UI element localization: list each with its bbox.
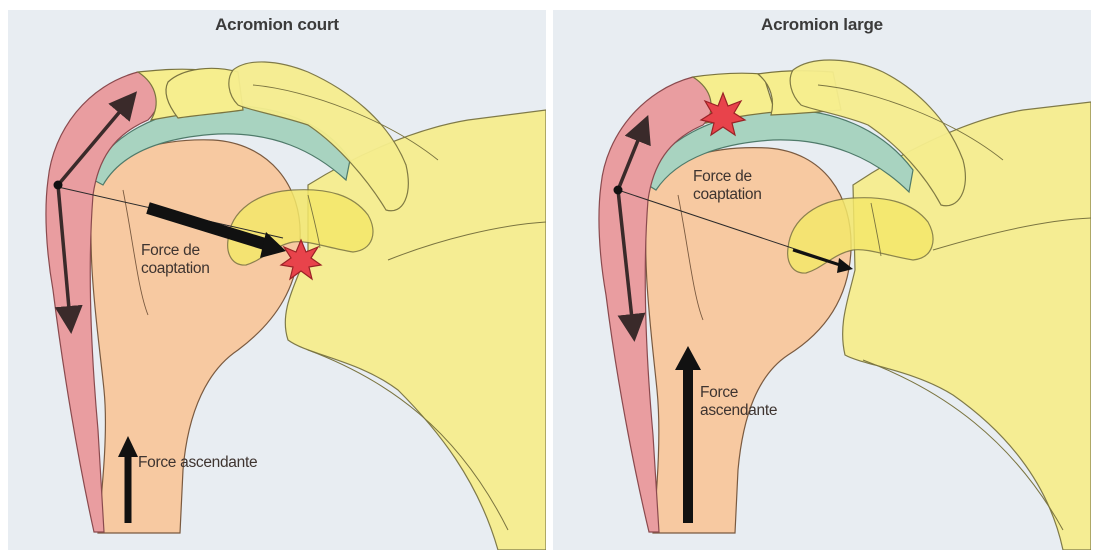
ascending-label-line: ascendante bbox=[700, 402, 777, 420]
coaptation-label-line: Force de bbox=[141, 242, 210, 260]
panel-acromion-court: Acromion court Force de coaptation Force… bbox=[8, 10, 546, 550]
coaptation-label-line: coaptation bbox=[693, 186, 762, 204]
panel-title: Acromion large bbox=[553, 15, 1091, 35]
panel-acromion-large: Acromion large Force de coaptation Force… bbox=[553, 10, 1091, 550]
coaptation-force-label: Force de coaptation bbox=[693, 168, 762, 204]
ascending-label-line: Force bbox=[700, 384, 777, 402]
panel-title: Acromion court bbox=[8, 15, 546, 35]
shoulder-diagram-large-acromion bbox=[553, 10, 1091, 550]
force-origin-dot bbox=[614, 186, 623, 195]
shoulder-diagram-short-acromion bbox=[8, 10, 546, 550]
coaptation-label-line: coaptation bbox=[141, 260, 210, 278]
ascending-force-label: Force ascendante bbox=[138, 454, 257, 472]
force-origin-dot bbox=[54, 181, 63, 190]
coaptation-force-label: Force de coaptation bbox=[141, 242, 210, 278]
scapula-shape bbox=[285, 110, 546, 550]
ascending-force-label: Force ascendante bbox=[700, 384, 777, 420]
coaptation-label-line: Force de bbox=[693, 168, 762, 186]
scapula-shape bbox=[843, 102, 1091, 550]
